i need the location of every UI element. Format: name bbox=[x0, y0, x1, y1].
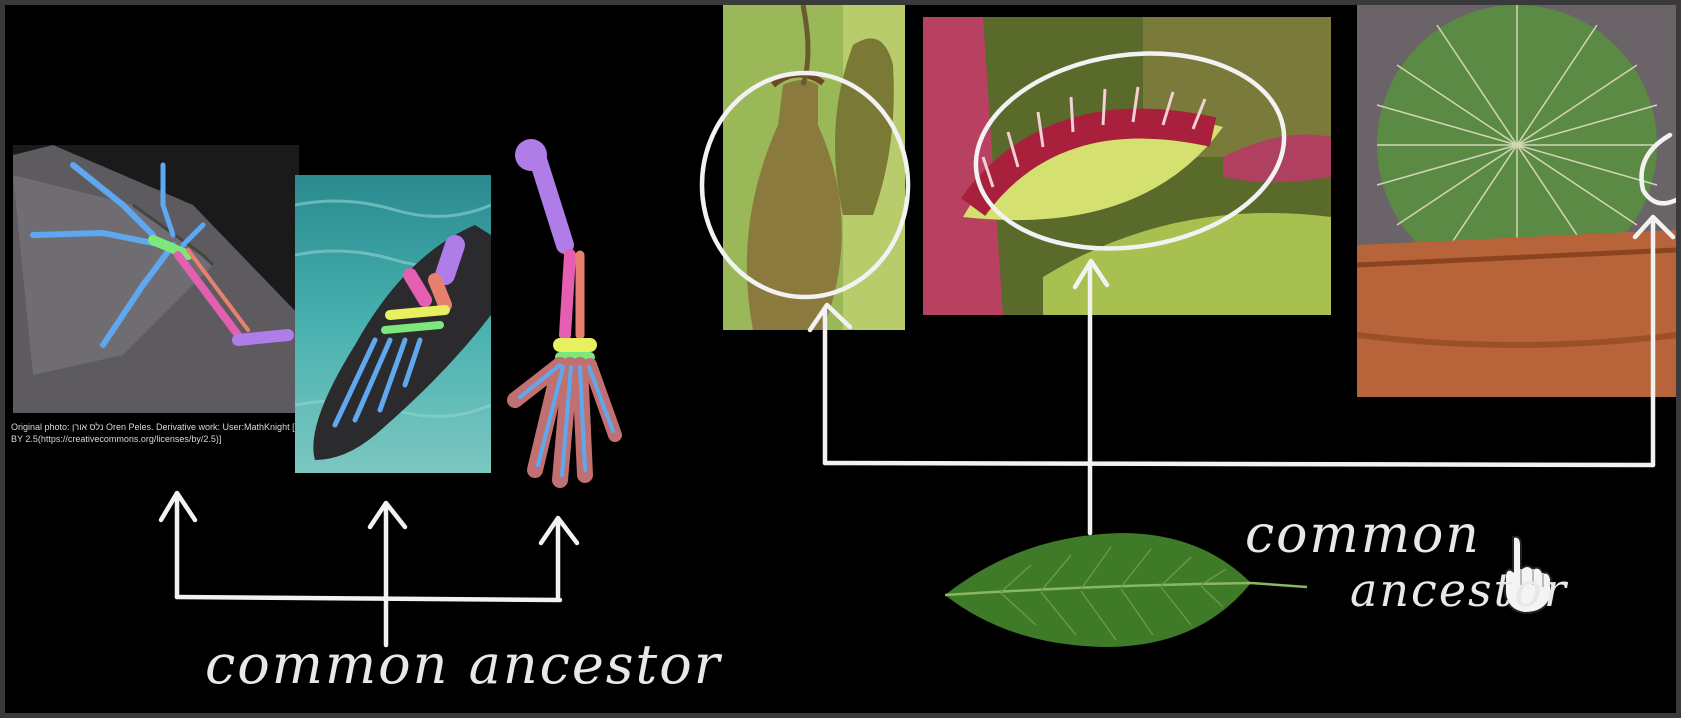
bat-wing-image bbox=[13, 145, 299, 413]
whiteboard: Original photo: נלס אורן Oren Peles. Der… bbox=[5, 5, 1676, 713]
human-arm-image bbox=[505, 135, 655, 505]
cactus-image bbox=[1357, 5, 1676, 397]
whale-flipper-image bbox=[295, 175, 491, 473]
tree-line-left bbox=[177, 597, 560, 600]
common-label-right: common bbox=[1245, 505, 1481, 565]
venus-flytrap-image bbox=[923, 17, 1331, 315]
photo-credit: Original photo: נלס אורן Oren Peles. Der… bbox=[11, 421, 321, 445]
common-ancestor-label-left: common ancestor bbox=[205, 633, 722, 696]
ancestor-label-right: ancestor bbox=[1350, 563, 1568, 617]
tree-line-right bbox=[825, 463, 1653, 465]
pitcher-plant-image bbox=[723, 5, 905, 330]
